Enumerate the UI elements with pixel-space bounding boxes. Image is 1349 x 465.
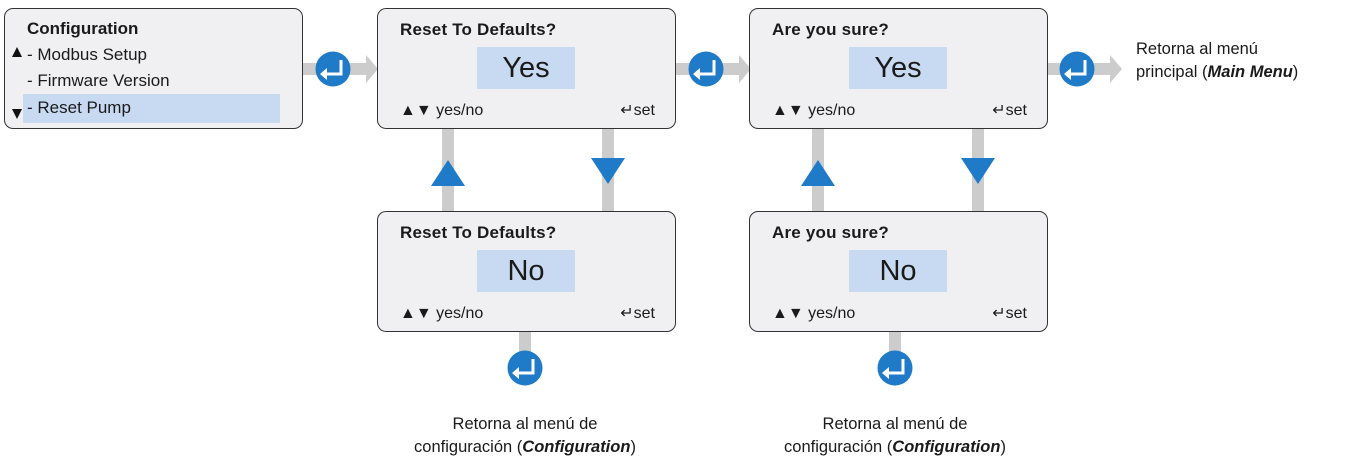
enter-connector-down-1 xyxy=(507,330,543,386)
label-line1: Retorna al menú xyxy=(1136,40,1258,58)
up-down-icon: ▲▼ xyxy=(400,305,432,322)
scroll-up-icon xyxy=(12,47,22,57)
yes-no-hint: ▲▼ yes/no xyxy=(772,305,855,323)
return-icon: ↵ xyxy=(620,102,634,119)
selected-value: No xyxy=(477,250,575,292)
up-down-icon: ▲▼ xyxy=(772,305,804,322)
set-text: set xyxy=(1005,102,1027,119)
set-hint: ↵set xyxy=(992,303,1027,323)
return-icon: ↵ xyxy=(992,102,1006,119)
screen-title: Are you sure? xyxy=(772,20,889,39)
menu-item-reset-pump[interactable]: - Reset Pump xyxy=(27,98,131,117)
reset-defaults-no-screen: Reset To Defaults? No ▲▼ yes/no ↵set xyxy=(377,211,676,332)
scroll-down-icon xyxy=(12,109,22,119)
yes-no-hint: ▲▼ yes/no xyxy=(772,102,855,120)
screen-title: Reset To Defaults? xyxy=(400,20,557,39)
selected-value: No xyxy=(849,250,947,292)
screen-title: Are you sure? xyxy=(772,223,889,242)
are-you-sure-no-screen: Are you sure? No ▲▼ yes/no ↵set xyxy=(749,211,1048,332)
label-line2: principal (Main Menu) xyxy=(1136,63,1299,81)
set-hint: ↵set xyxy=(992,100,1027,120)
menu-title: Configuration xyxy=(27,19,139,38)
set-hint: ↵set xyxy=(620,303,655,323)
up-down-icon: ▲▼ xyxy=(400,102,432,119)
set-hint: ↵set xyxy=(620,100,655,120)
label-line2: configuración (Configuration) xyxy=(414,438,636,456)
enter-connector-down-2 xyxy=(877,330,913,386)
up-down-icon: ▲▼ xyxy=(772,102,804,119)
arrow-down-icon xyxy=(591,158,625,184)
set-text: set xyxy=(633,102,655,119)
enter-icon xyxy=(688,51,724,87)
set-text: set xyxy=(1005,305,1027,322)
hint-text: yes/no xyxy=(808,305,856,322)
arrow-down-icon xyxy=(961,158,995,184)
selected-value: Yes xyxy=(849,47,947,89)
config-return-label-2: Retorna al menú de configuración (Config… xyxy=(770,413,1020,459)
return-icon: ↵ xyxy=(992,305,1006,322)
return-icon: ↵ xyxy=(620,305,634,322)
hint-text: yes/no xyxy=(436,305,484,322)
main-menu-return-label: Retorna al menú principal (Main Menu) xyxy=(1136,38,1298,84)
config-return-label-1: Retorna al menú de configuración (Config… xyxy=(400,413,650,459)
label-line2: configuración (Configuration) xyxy=(784,438,1006,456)
hint-text: yes/no xyxy=(808,102,856,119)
enter-icon xyxy=(877,350,913,386)
are-you-sure-yes-screen: Are you sure? Yes ▲▼ yes/no ↵set xyxy=(749,8,1048,129)
screen-title: Reset To Defaults? xyxy=(400,223,557,242)
menu-item-modbus-setup[interactable]: - Modbus Setup xyxy=(27,45,148,64)
label-line1: Retorna al menú de xyxy=(822,415,968,433)
label-line1: Retorna al menú de xyxy=(452,415,598,433)
enter-icon xyxy=(507,350,543,386)
hint-text: yes/no xyxy=(436,102,484,119)
configuration-menu-screen: Configuration - Modbus Setup - Firmware … xyxy=(4,8,303,129)
menu-item-firmware-version[interactable]: - Firmware Version xyxy=(27,71,170,90)
arrow-up-icon xyxy=(431,160,465,186)
reset-defaults-yes-screen: Reset To Defaults? Yes ▲▼ yes/no ↵set xyxy=(377,8,676,129)
enter-icon xyxy=(315,51,351,87)
selected-value: Yes xyxy=(477,47,575,89)
enter-icon xyxy=(1059,51,1095,87)
set-text: set xyxy=(633,305,655,322)
enter-connector-2 xyxy=(675,51,751,87)
enter-connector-1 xyxy=(302,51,378,87)
menu-selection-highlight xyxy=(23,94,280,123)
arrow-up-icon xyxy=(801,160,835,186)
yes-no-hint: ▲▼ yes/no xyxy=(400,102,483,120)
yes-no-hint: ▲▼ yes/no xyxy=(400,305,483,323)
enter-connector-3 xyxy=(1046,51,1122,87)
